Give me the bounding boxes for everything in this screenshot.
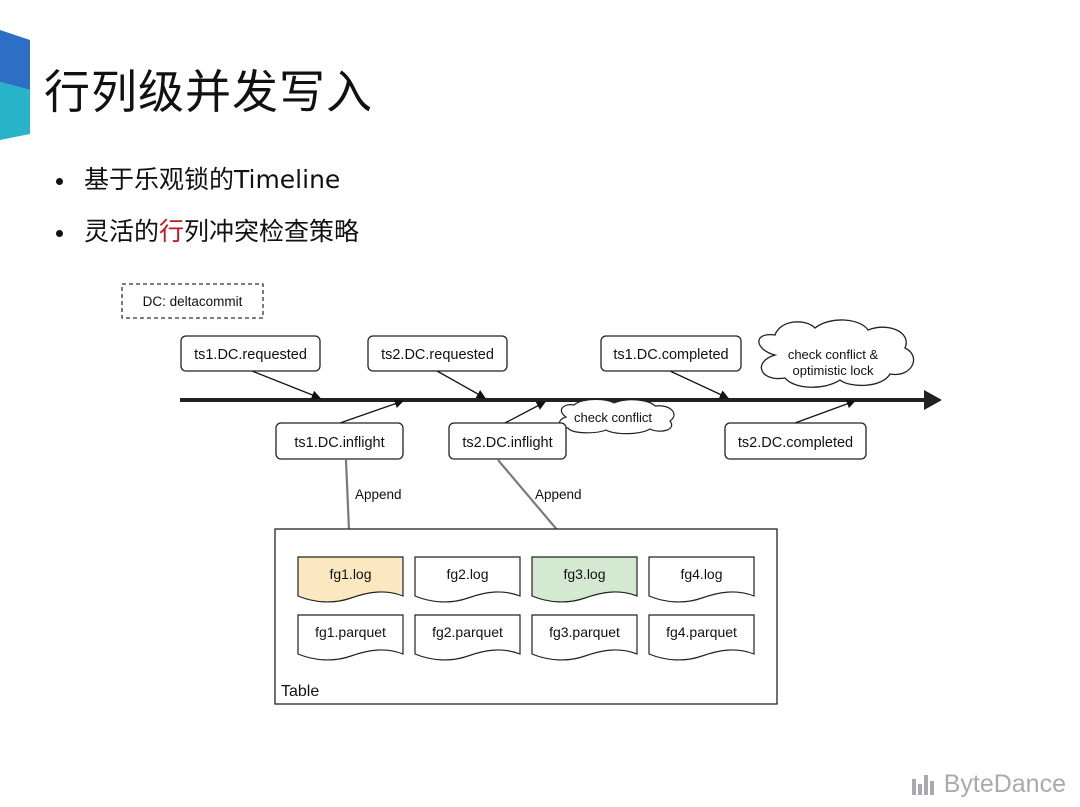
bullet-item: 基于乐观锁的Timeline — [56, 162, 359, 214]
file-fg3-log: fg3.log — [531, 556, 638, 603]
commit-box: ts2.DC.completed — [724, 422, 867, 460]
cloud-conflict-lock: check conflict & optimistic lock — [758, 319, 915, 388]
highlight-text: 行 — [159, 217, 185, 246]
commit-label: ts2.DC.completed — [738, 435, 853, 451]
commit-box: ts1.DC.inflight — [275, 422, 404, 460]
bullet-text: 列冲突检查策略 — [184, 217, 360, 246]
connector-lines — [251, 370, 856, 424]
commit-label: ts1.DC.completed — [613, 347, 728, 363]
append-label: Append — [355, 487, 402, 502]
file-fg4-parquet: fg4.parquet — [648, 614, 755, 661]
commit-label: ts2.DC.requested — [381, 347, 494, 363]
file-fg2-parquet: fg2.parquet — [414, 614, 521, 661]
cloud-text: optimistic lock — [793, 363, 874, 378]
file-label: fg2.parquet — [432, 624, 503, 640]
file-fg4-log: fg4.log — [648, 556, 755, 603]
legend-text: DC: deltacommit — [143, 294, 243, 309]
commit-box: ts1.DC.requested — [180, 335, 321, 372]
legend-box: DC: deltacommit — [121, 283, 264, 319]
slide-title: 行列级并发写入 — [44, 65, 373, 119]
bullet-item: 灵活的行列冲突检查策略 — [56, 214, 359, 266]
commit-label: ts1.DC.inflight — [294, 435, 384, 451]
cloud-text: check conflict & — [788, 347, 879, 362]
commit-box: ts1.DC.completed — [600, 335, 742, 372]
file-fg1-log: fg1.log — [297, 556, 404, 603]
bytedance-logo: ByteDance — [911, 770, 1066, 799]
bullet-text: 灵活的 — [84, 217, 160, 246]
bytedance-bars-icon — [911, 774, 934, 795]
bullet-list: 基于乐观锁的Timeline 灵活的行列冲突检查策略 — [56, 162, 359, 266]
commit-label: ts2.DC.inflight — [462, 435, 552, 451]
file-label: fg2.log — [446, 566, 488, 582]
file-fg3-parquet: fg3.parquet — [531, 614, 638, 661]
timeline-arrow — [180, 390, 942, 410]
file-label: fg3.log — [563, 566, 605, 582]
commit-box: ts2.DC.inflight — [448, 422, 567, 460]
cloud-text: check conflict — [574, 410, 652, 425]
bullet-text: 基于乐观锁的Timeline — [84, 165, 341, 194]
append-label: Append — [535, 487, 582, 502]
commit-label: ts1.DC.requested — [194, 347, 307, 363]
file-label: fg1.parquet — [315, 624, 386, 640]
cloud-check-conflict: check conflict — [558, 398, 675, 435]
accent-bar — [0, 30, 30, 140]
file-fg2-log: fg2.log — [414, 556, 521, 603]
append-arrows: Append Append — [342, 459, 582, 556]
commit-box: ts2.DC.requested — [367, 335, 508, 372]
file-label: fg3.parquet — [549, 624, 620, 640]
brand-name: ByteDance — [943, 770, 1066, 798]
file-label: fg1.log — [329, 566, 371, 582]
file-label: fg4.log — [680, 566, 722, 582]
table-label: Table — [281, 683, 319, 700]
file-fg1-parquet: fg1.parquet — [297, 614, 404, 661]
file-label: fg4.parquet — [666, 624, 737, 640]
